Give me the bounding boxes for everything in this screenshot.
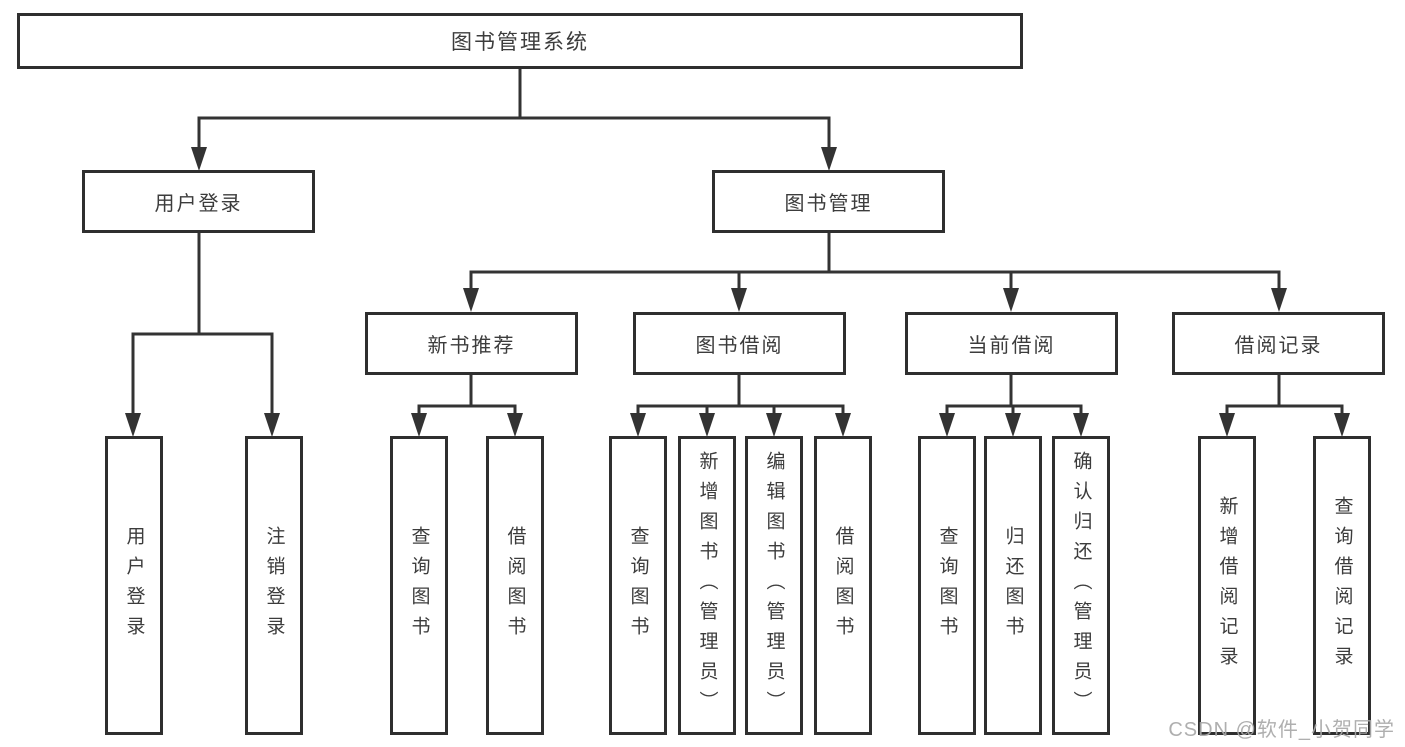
node-label: 新书推荐 bbox=[427, 335, 516, 357]
node-label: 图书管理系统 bbox=[451, 31, 589, 54]
node-label: 注销登录 bbox=[263, 525, 285, 646]
leaf-borrow-books: 借阅图书 bbox=[814, 436, 872, 735]
csdn-watermark: CSDN @软件_小贺同学 bbox=[1168, 719, 1395, 741]
node-label: 查询图书 bbox=[936, 525, 958, 646]
node-label: 查询图书 bbox=[408, 525, 430, 646]
node-label: 借阅记录 bbox=[1234, 335, 1323, 357]
node-label: 新增图书（管理员） bbox=[696, 450, 718, 721]
node-label: 编辑图书（管理员） bbox=[763, 450, 785, 721]
node-label: 查询图书 bbox=[627, 525, 649, 646]
leaf-edit-books-admin: 编辑图书（管理员） bbox=[745, 436, 803, 735]
node-new-book-recommendation: 新书推荐 bbox=[365, 312, 578, 375]
leaf-borrow-books-recommend: 借阅图书 bbox=[486, 436, 544, 735]
node-label: 归还图书 bbox=[1002, 525, 1024, 646]
node-label: 当前借阅 bbox=[967, 335, 1056, 357]
leaf-query-books-current: 查询图书 bbox=[918, 436, 976, 735]
node-current-borrowing: 当前借阅 bbox=[905, 312, 1118, 375]
leaf-return-books: 归还图书 bbox=[984, 436, 1042, 735]
node-label: 查询借阅记录 bbox=[1331, 495, 1353, 676]
leaf-add-books-admin: 新增图书（管理员） bbox=[678, 436, 736, 735]
leaf-query-books-recommend: 查询图书 bbox=[390, 436, 448, 735]
node-book-borrowing: 图书借阅 bbox=[633, 312, 846, 375]
leaf-add-borrowing-record: 新增借阅记录 bbox=[1198, 436, 1256, 735]
leaf-query-books-borrowing: 查询图书 bbox=[609, 436, 667, 735]
node-library-system: 图书管理系统 bbox=[17, 13, 1023, 69]
leaf-confirm-return-admin: 确认归还（管理员） bbox=[1052, 436, 1110, 735]
node-label: 借阅图书 bbox=[832, 525, 854, 646]
node-label: 新增借阅记录 bbox=[1216, 495, 1238, 676]
node-label: 图书管理 bbox=[784, 193, 873, 215]
node-book-management: 图书管理 bbox=[712, 170, 945, 233]
leaf-logout: 注销登录 bbox=[245, 436, 303, 735]
node-label: 借阅图书 bbox=[504, 525, 526, 646]
node-user-login: 用户登录 bbox=[82, 170, 315, 233]
node-label: 确认归还（管理员） bbox=[1070, 450, 1092, 721]
node-label: 用户登录 bbox=[123, 525, 145, 646]
leaf-user-login: 用户登录 bbox=[105, 436, 163, 735]
node-label: 用户登录 bbox=[154, 193, 243, 215]
leaf-query-borrowing-record: 查询借阅记录 bbox=[1313, 436, 1371, 735]
node-borrowing-records: 借阅记录 bbox=[1172, 312, 1385, 375]
node-label: 图书借阅 bbox=[695, 335, 784, 357]
